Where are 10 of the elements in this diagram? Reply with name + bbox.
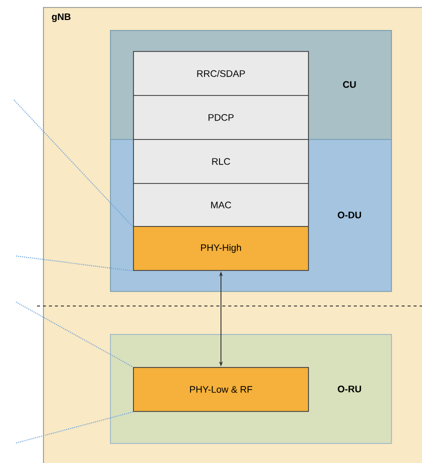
layer-box: RLC [133, 139, 309, 184]
leader-line [16, 411, 134, 444]
leader-line [16, 302, 134, 368]
leader-line [16, 256, 134, 272]
layer-box: PHY-Low & RF [133, 367, 309, 412]
layer-box: RRC/SDAP [133, 51, 309, 96]
layer-box: MAC [133, 183, 309, 227]
leader-line [14, 100, 134, 228]
layer-box: PDCP [133, 95, 309, 140]
layer-box: PHY-High [133, 226, 309, 271]
